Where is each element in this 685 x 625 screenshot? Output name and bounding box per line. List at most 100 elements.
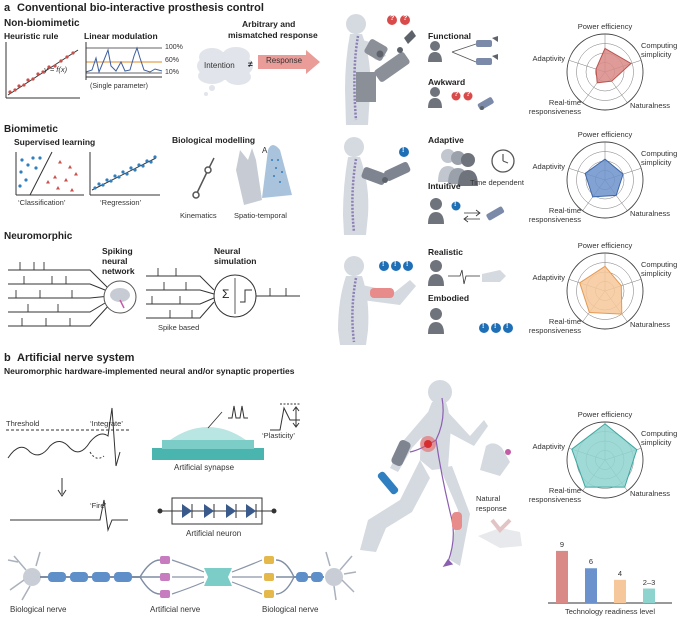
awkward-icons <box>428 87 494 110</box>
radar-label-realtime: Real-time <box>548 98 581 107</box>
pct-100: 100% <box>165 44 183 51</box>
exclaim-glyph-3: ! <box>382 261 385 268</box>
trl-bar-label-4: 2–3 <box>642 577 656 587</box>
biomimetic-title: Biomimetic <box>4 124 58 135</box>
non-biomimetic-title: Non-biomimetic <box>4 18 80 29</box>
runner-nerve-path <box>409 397 454 567</box>
radar-label-naturalness: Naturalness <box>630 101 671 110</box>
time-dependent-label: Time dependent <box>470 178 524 187</box>
awkward-label: Awkward <box>428 77 466 87</box>
question-glyph-1: ? <box>390 15 395 22</box>
info-badges-3 <box>379 261 413 271</box>
radar-label-adaptivity: Adaptivity <box>532 162 565 171</box>
trl-bar-label-2: 6 <box>588 557 594 567</box>
axon-left <box>40 572 140 582</box>
classification-label: ‘Classification’ <box>18 198 66 207</box>
question-glyph-2: ? <box>403 15 408 22</box>
radar-polygon <box>584 158 624 198</box>
classification-plot <box>15 151 84 196</box>
natural-response-label-2: response <box>476 504 507 513</box>
radar-polygon <box>571 423 638 488</box>
threshold-label: Threshold <box>6 419 40 428</box>
fire-label: ‘Fire’ <box>90 501 107 510</box>
trl-bar-label-3: 4 <box>617 568 623 578</box>
radar-label-simplicity: simplicity <box>641 438 672 447</box>
spiking-label-1: Spiking <box>102 246 133 256</box>
exclaim-glyph-1: ! <box>402 147 405 154</box>
spatio-temporal-hand <box>236 145 292 205</box>
artificial-synapse-label: Artificial synapse <box>174 463 235 472</box>
artificial-nerve-junction <box>139 556 295 598</box>
pct-60: 60% <box>165 57 180 64</box>
biological-neuron-left <box>7 551 41 601</box>
biological-neuron-right <box>325 551 357 601</box>
exclaim-glyph-6: ! <box>482 323 485 330</box>
linear-modulation-label: Linear modulation <box>84 31 158 41</box>
question-badges <box>387 15 410 25</box>
neural-simulation-label-2: simulation <box>214 256 257 266</box>
response-arrow-box <box>258 50 320 74</box>
artificial-neuron-label: Artificial neuron <box>186 529 242 538</box>
radar-label-realtime: Real-time <box>548 317 581 326</box>
runner-prosthetic-arm <box>377 439 411 495</box>
radar-label-power: Power efficiency <box>577 410 633 419</box>
artificial-neuron-circuit <box>157 497 277 525</box>
radar-label-realtime: Real-time <box>548 486 581 495</box>
plasticity-trace <box>270 403 300 431</box>
radar-label-simplicity: simplicity <box>641 158 672 167</box>
arbitrary-label: Arbitrary and <box>242 19 296 29</box>
spike-based-label: Spike based <box>158 323 200 332</box>
plasticity-label: ‘Plasticity’ <box>262 431 295 440</box>
adaptive-people <box>438 149 478 186</box>
artificial-nerve-label: Artificial nerve <box>150 605 201 614</box>
radar-label-naturalness: Naturalness <box>630 209 671 218</box>
radar-label-adaptivity: Adaptivity <box>532 442 565 451</box>
response-label: Response <box>266 56 303 65</box>
embodied-label: Embodied <box>428 293 470 303</box>
info-badge-2 <box>399 147 409 157</box>
heuristic-plot <box>5 42 80 99</box>
thought-cloud <box>197 47 253 96</box>
spiking-label-2: neural <box>102 256 128 266</box>
embodied-icons <box>428 308 513 334</box>
panel-b-letter: b <box>4 352 11 364</box>
realistic-icons <box>428 260 506 286</box>
question-glyph-4: ? <box>466 91 471 98</box>
radar-label-power: Power efficiency <box>577 241 633 250</box>
linear-modulation-plot <box>85 42 163 80</box>
radar-polygon <box>595 47 632 84</box>
radar-label-computing: Computing <box>641 429 678 438</box>
radar-label-realtime: Real-time <box>548 206 581 215</box>
adaptive-label: Adaptive <box>428 135 464 145</box>
letter-a-label: A <box>262 146 268 155</box>
runner-figure <box>360 380 488 566</box>
exclaim-glyph-8: ! <box>506 323 509 330</box>
exclaim-glyph-7: ! <box>494 323 497 330</box>
biological-modelling-label: Biological modelling <box>172 135 256 145</box>
supervised-learning-label: Supervised learning <box>14 137 96 147</box>
radar-label-responsiveness: responsiveness <box>528 215 581 224</box>
trl-axis-label: Technology readiness level <box>564 607 656 616</box>
spike-trains-simulation <box>146 268 215 319</box>
panel-a-letter: a <box>4 2 11 14</box>
trl-bar-1 <box>556 550 568 603</box>
not-equal-sign: ≠ <box>248 59 253 69</box>
question-glyph-3: ? <box>454 91 459 98</box>
intention-label: Intention <box>204 61 235 70</box>
panel-a-title: Conventional bio-interactive prosthesis … <box>17 2 264 14</box>
sigma-symbol: Σ <box>222 287 230 301</box>
mismatched-label: mismatched response <box>228 30 318 40</box>
kinematics-label: Kinematics <box>180 211 217 220</box>
regression-label: ‘Regression’ <box>100 198 142 207</box>
radar-label-simplicity: simplicity <box>641 50 672 59</box>
spiking-network-brain <box>103 280 137 314</box>
artificial-synapse-device <box>152 405 264 460</box>
clock-icon <box>491 149 515 173</box>
neuromorphic-title: Neuromorphic <box>4 231 73 242</box>
spine-1 <box>353 35 360 121</box>
trl-bar-3 <box>614 579 626 603</box>
